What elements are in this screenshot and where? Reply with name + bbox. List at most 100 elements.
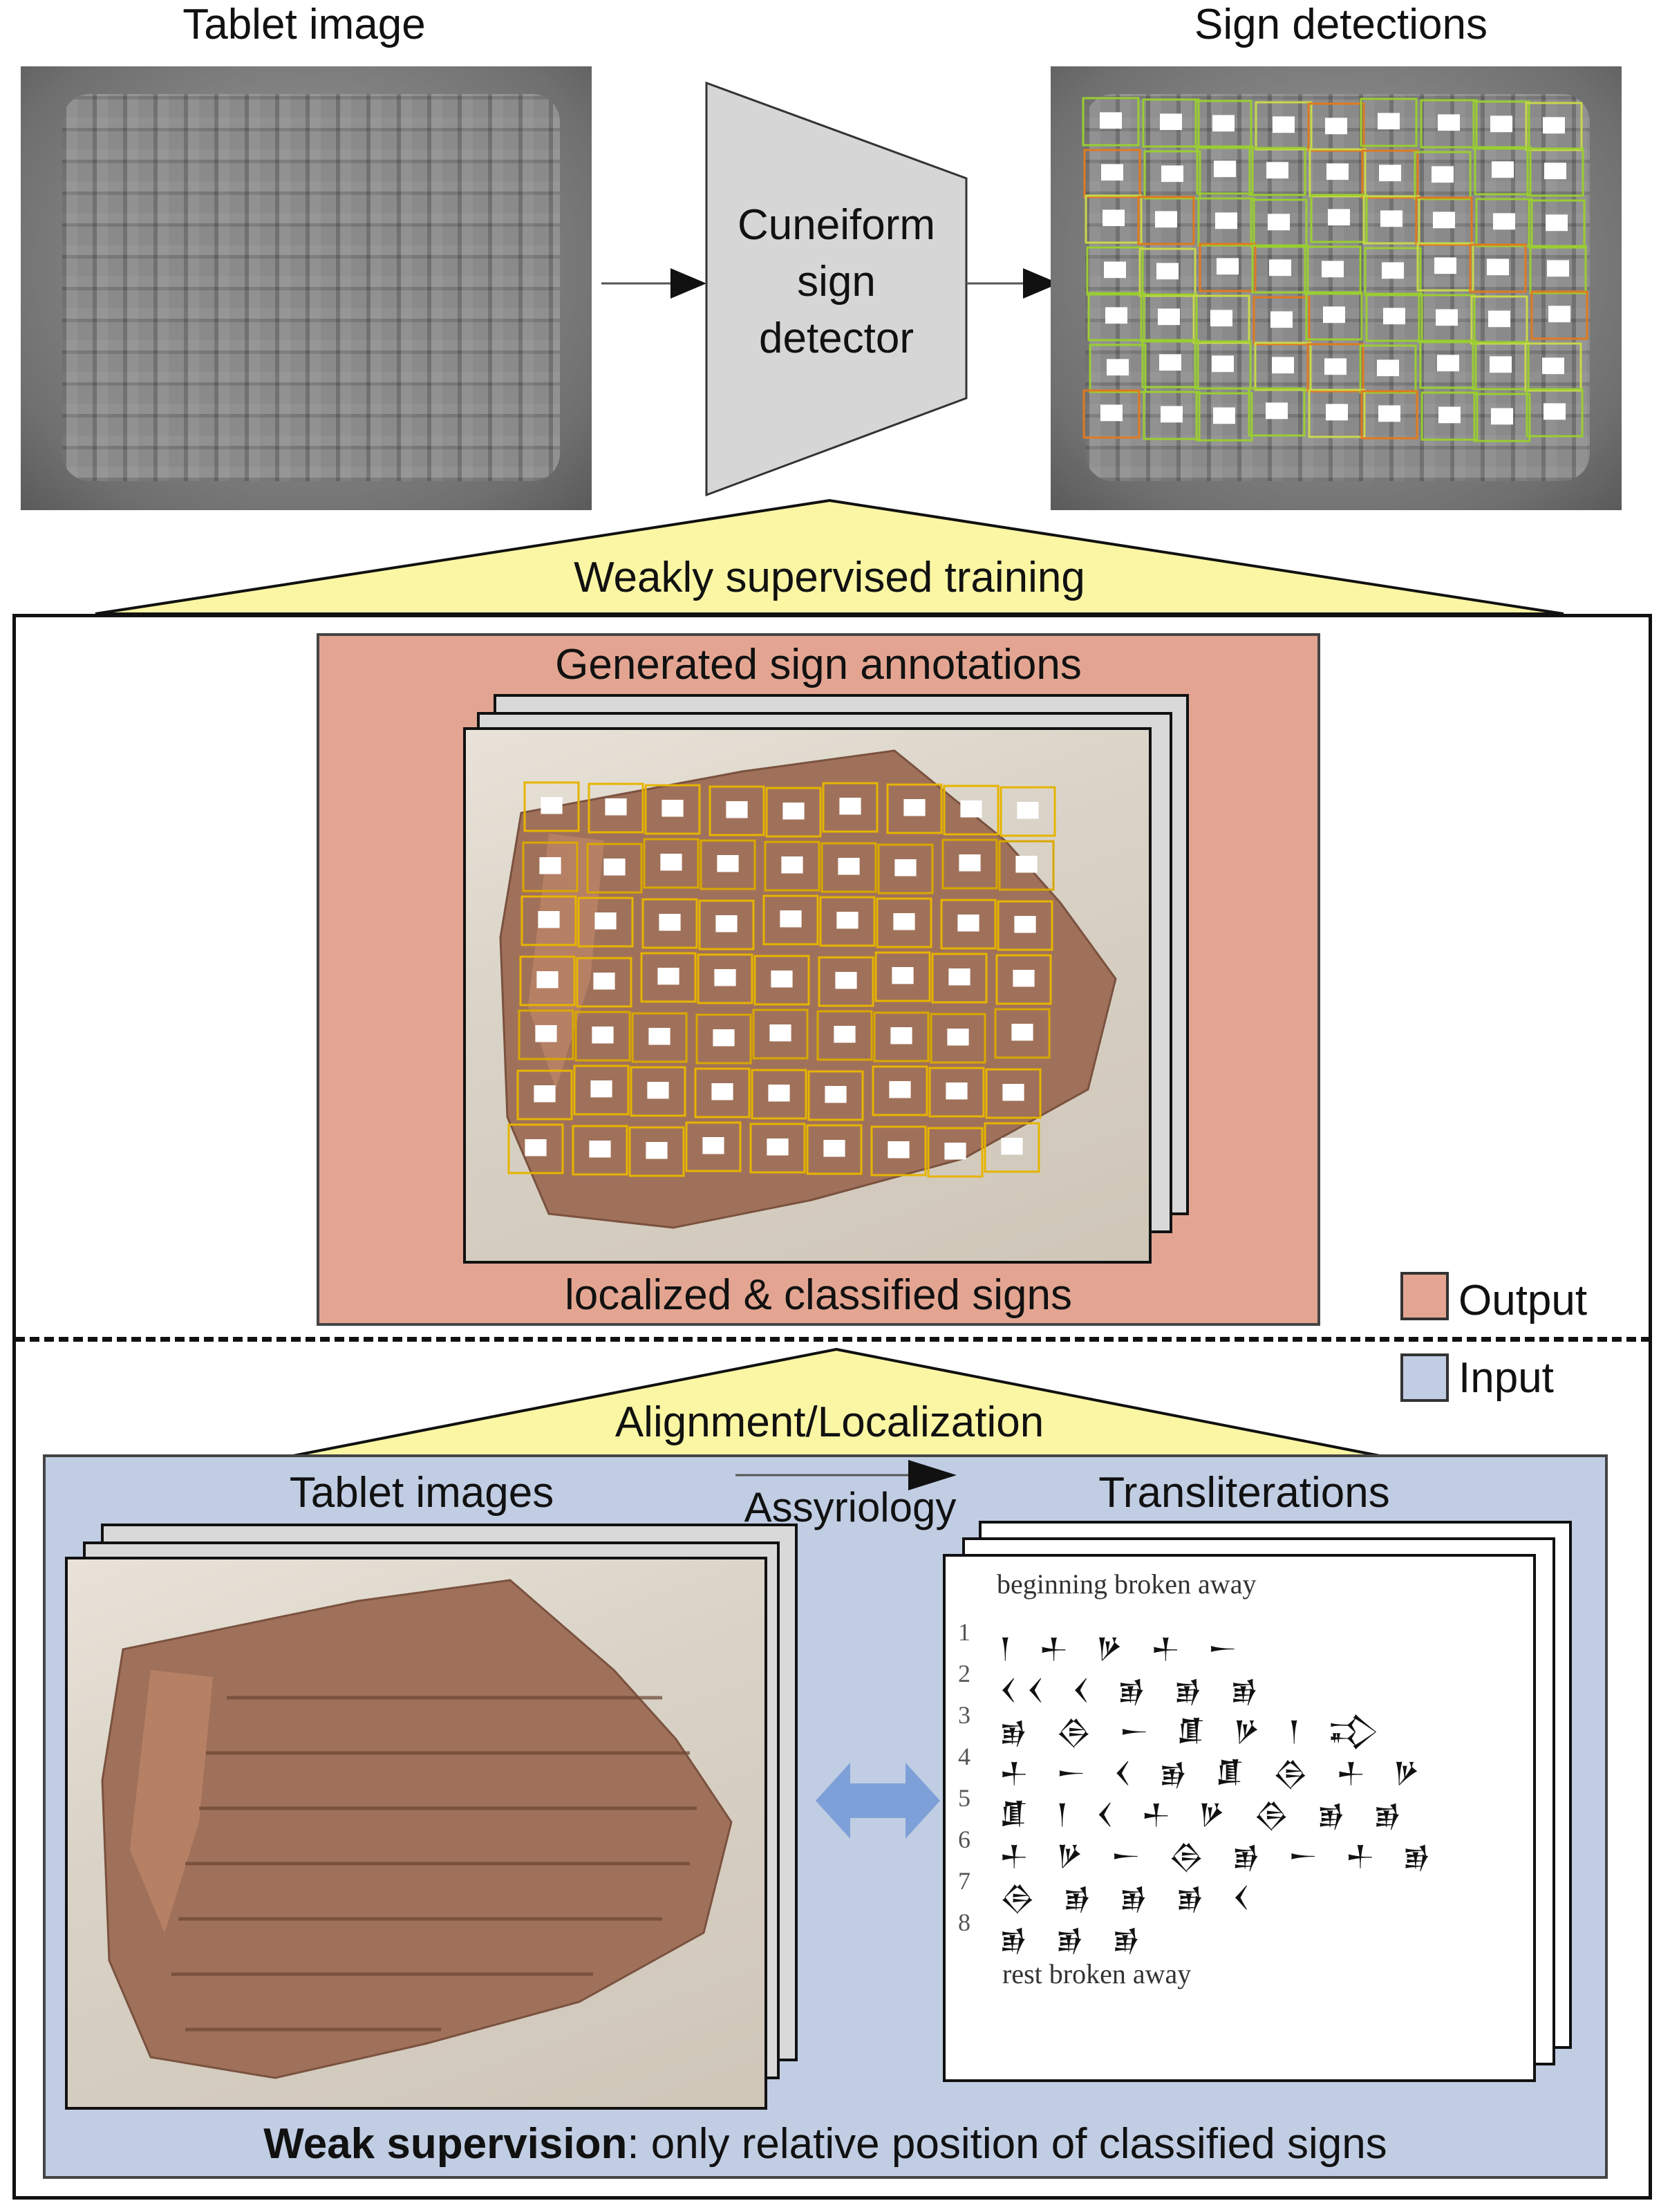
sign-box <box>1420 391 1479 441</box>
sign-glyph-mark <box>944 1143 966 1160</box>
input-tablet-shape <box>101 1579 733 2079</box>
sign-box <box>640 952 697 1003</box>
sign-glyph-mark <box>593 973 615 990</box>
sign-box <box>1529 245 1587 294</box>
sign-box <box>522 841 579 892</box>
translit-sheet <box>943 1554 1536 2082</box>
sign-glyph-mark <box>592 1027 614 1044</box>
sign-box <box>1255 101 1313 151</box>
translit-row-signs: 𒁹 𒈦 𒃻 𒈦 𒀸 <box>1000 1633 1247 1665</box>
sign-box <box>631 1012 688 1063</box>
tablet-photo <box>21 66 592 510</box>
sign-box <box>1475 198 1533 247</box>
sign-glyph-mark <box>1487 259 1509 276</box>
sign-box <box>1470 295 1528 345</box>
sign-box <box>931 953 988 1004</box>
sign-glyph-mark <box>947 1029 969 1046</box>
sign-box <box>1082 389 1141 439</box>
arrow-to-detector <box>601 268 706 299</box>
sign-glyph-mark <box>893 913 915 930</box>
sign-glyph-mark <box>769 1024 791 1042</box>
sign-box <box>1306 343 1364 393</box>
sign-glyph-mark <box>1546 214 1568 232</box>
sign-box <box>644 784 701 835</box>
sign-box <box>1196 145 1254 195</box>
sign-box <box>1474 146 1532 196</box>
sign-box <box>700 839 756 890</box>
sign-glyph-mark <box>648 1028 670 1045</box>
sign-glyph-mark <box>835 972 857 989</box>
sign-box <box>1142 98 1200 148</box>
sign-box <box>876 897 932 948</box>
sign-box <box>574 1011 631 1062</box>
sign-box <box>1528 199 1586 249</box>
sign-box <box>941 838 998 890</box>
sign-glyph-mark <box>646 1142 668 1159</box>
sign-box <box>1360 97 1418 147</box>
sign-box <box>1472 100 1530 150</box>
sign-box <box>762 894 819 946</box>
sign-glyph-mark <box>1438 114 1460 131</box>
sign-box <box>709 785 765 836</box>
sign-glyph-mark <box>715 915 738 932</box>
sign-box <box>695 1013 752 1065</box>
sign-glyph-mark <box>1159 354 1181 371</box>
weak-supervision-caption: Weak supervision: only relative position… <box>43 2119 1608 2168</box>
sign-box <box>518 1009 574 1060</box>
sign-box <box>1525 102 1583 151</box>
sign-glyph-mark <box>660 854 682 871</box>
sign-glyph-mark <box>525 1139 547 1156</box>
sign-box <box>928 1067 985 1118</box>
sign-box <box>874 951 931 1002</box>
sign-box <box>1251 244 1309 294</box>
sign-box <box>1473 393 1531 442</box>
sign-box <box>1530 290 1588 340</box>
sign-glyph-mark <box>590 1080 612 1098</box>
sign-glyph-mark <box>1432 166 1454 183</box>
sign-glyph-mark <box>1212 115 1235 132</box>
sign-glyph-mark <box>836 912 859 929</box>
sign-glyph-mark <box>1273 116 1295 133</box>
sign-glyph-mark <box>839 798 861 815</box>
sign-box <box>1000 786 1056 837</box>
sign-box <box>1308 148 1367 198</box>
sign-box <box>572 1125 628 1176</box>
legend-output-swatch <box>1400 1272 1449 1320</box>
sign-glyph-mark <box>780 910 802 928</box>
sign-box <box>1304 245 1362 295</box>
sign-box <box>643 838 700 889</box>
sign-glyph-mark <box>834 1026 856 1043</box>
sign-box <box>765 787 822 838</box>
assyriology-arrow <box>735 1460 957 1490</box>
sign-glyph-mark <box>535 1025 557 1042</box>
sign-box <box>1137 196 1195 245</box>
translit-row-number: 8 <box>958 1909 970 1936</box>
sign-box <box>752 1009 809 1060</box>
sign-box <box>1361 149 1419 199</box>
sign-glyph-mark <box>1014 916 1036 933</box>
sign-glyph-mark <box>957 915 979 932</box>
sign-glyph-mark <box>1490 115 1512 133</box>
sign-box <box>1307 102 1365 152</box>
sign-box <box>1250 198 1308 248</box>
legend-input-swatch <box>1400 1353 1449 1402</box>
sign-glyph-mark <box>1378 113 1400 130</box>
sign-box <box>1143 150 1201 200</box>
sign-glyph-mark <box>1011 1024 1033 1041</box>
sign-box <box>577 897 634 948</box>
translit-row-signs: 𒁲 𒂊 𒂊 𒂊 𒌋 <box>1000 1882 1260 1913</box>
sign-glyph-mark <box>959 854 981 872</box>
sign-glyph-mark <box>889 1081 911 1098</box>
sign-glyph-mark <box>1326 404 1348 421</box>
translit-row-number: 3 <box>958 1701 970 1729</box>
sign-glyph-mark <box>717 855 739 872</box>
sign-box <box>1419 339 1477 389</box>
sign-box <box>749 1123 806 1174</box>
sign-glyph-mark <box>825 1086 847 1103</box>
translit-row-number: 5 <box>958 1784 970 1812</box>
sign-box <box>1141 339 1199 388</box>
legend-output-label: Output <box>1458 1277 1588 1324</box>
bidirectional-arrow-icon <box>816 1763 940 1839</box>
sign-glyph-mark <box>946 1082 968 1100</box>
sign-glyph-mark <box>1488 310 1510 328</box>
